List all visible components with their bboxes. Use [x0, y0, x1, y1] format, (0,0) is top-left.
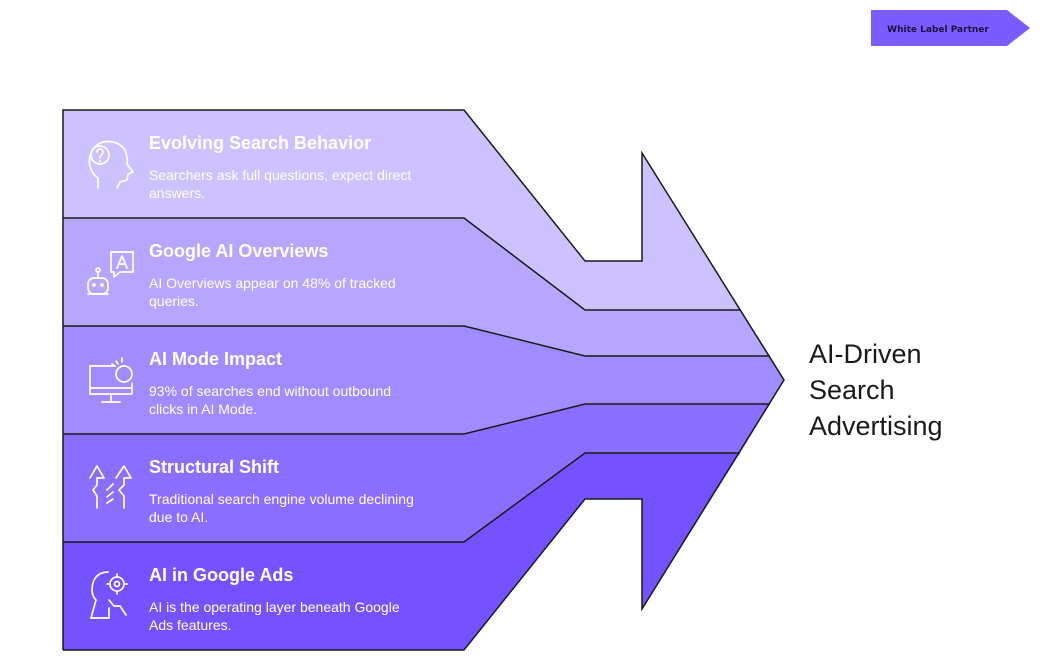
robot-chat-icon	[87, 251, 134, 295]
row-description-line: due to AI.	[149, 509, 208, 525]
row-ai-mode-impact: AI Mode Impact 93% of searches end witho…	[89, 349, 391, 417]
row-description-line: Ads features.	[149, 617, 232, 633]
band-evolving-search-behavior	[63, 110, 770, 356]
row-description-line: Searchers ask full questions, expect dir…	[149, 167, 411, 183]
funnel-outline	[62, 109, 785, 651]
row-description-line: clicks in AI Mode.	[149, 401, 257, 417]
row-title: AI in Google Ads	[149, 565, 293, 585]
result-line: AI-Driven	[809, 339, 922, 369]
broken-arrows-icon	[89, 465, 132, 509]
head-gears-icon	[90, 571, 128, 619]
band-google-ai-overviews	[63, 218, 770, 356]
white-label-partner-badge[interactable]: White Label Partner	[871, 10, 1030, 46]
funnel-bands	[63, 110, 784, 650]
row-description-line: AI is the operating layer beneath Google	[149, 599, 400, 615]
row-description-line: AI Overviews appear on 48% of tracked	[149, 275, 396, 291]
row-description-line: Traditional search engine volume declini…	[149, 491, 414, 507]
row-title: AI Mode Impact	[149, 349, 282, 369]
row-description-line: queries.	[149, 293, 199, 309]
row-description-line: answers.	[149, 185, 205, 201]
result-line: Advertising	[809, 411, 943, 441]
row-evolving-search-behavior: Evolving Search Behavior Searchers ask f…	[88, 133, 411, 201]
row-structural-shift: Structural Shift Traditional search engi…	[89, 457, 414, 525]
row-title: Structural Shift	[149, 457, 279, 477]
row-description-line: 93% of searches end without outbound	[149, 383, 391, 399]
monitor-alert-icon	[89, 357, 133, 403]
result-label: AI-Driven Search Advertising	[809, 339, 943, 441]
badge-label: White Label Partner	[887, 25, 989, 35]
row-ai-in-google-ads: AI in Google Ads AI is the operating lay…	[90, 565, 400, 633]
head-question-icon	[88, 140, 134, 189]
band-structural-shift	[63, 404, 770, 542]
result-line: Search	[809, 375, 895, 405]
band-ai-in-google-ads	[63, 453, 740, 650]
row-title: Google AI Overviews	[149, 241, 328, 261]
row-google-ai-overviews: Google AI Overviews AI Overviews appear …	[87, 241, 396, 309]
band-ai-mode-impact	[63, 326, 784, 434]
row-title: Evolving Search Behavior	[149, 133, 371, 153]
